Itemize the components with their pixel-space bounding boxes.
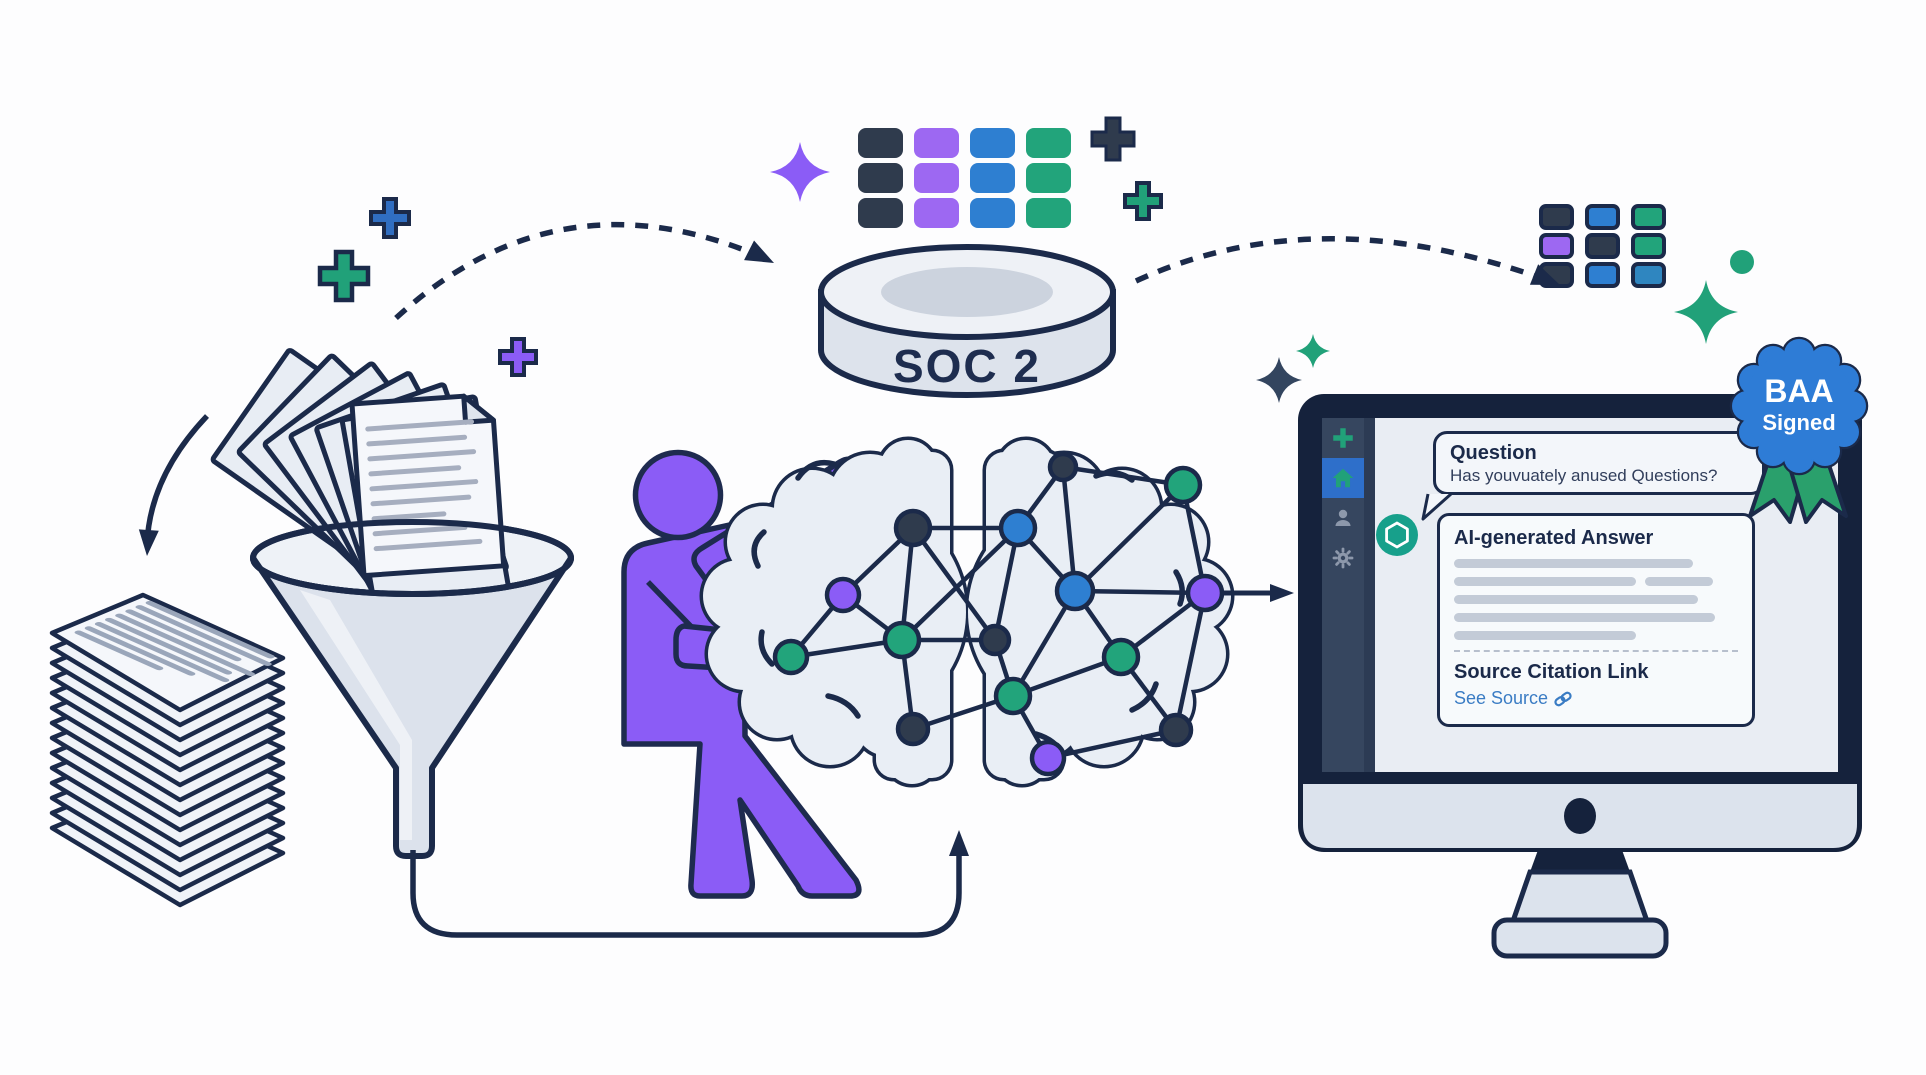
gear-icon (1332, 547, 1354, 569)
flow-arrow-soc2-to-monitor (1134, 236, 1553, 285)
arrowhead (744, 240, 774, 263)
data-grid-large (858, 128, 1071, 228)
placeholder-line (1454, 577, 1738, 595)
placeholder-line (1454, 559, 1693, 568)
brain (699, 436, 1235, 788)
arrowhead (1529, 264, 1560, 285)
sparkle-icon (1296, 334, 1330, 368)
answer-card: AI-generated Answer Source Citation Link… (1437, 513, 1755, 727)
sidebar-item-new[interactable] (1322, 418, 1364, 458)
placeholder-line (1454, 613, 1716, 622)
arrow-docs-to-stack (138, 414, 209, 556)
monitor-stand (1508, 869, 1652, 927)
badge-rosette (1729, 336, 1869, 476)
sparkle-icon (1674, 280, 1738, 344)
person-head (632, 449, 724, 541)
soc2-database: SOC 2 (818, 244, 1116, 398)
plus-icon (1333, 428, 1353, 448)
see-source-link[interactable]: See Source (1454, 688, 1738, 709)
badge-title: BAA (1764, 373, 1833, 409)
bubble-tail (1421, 492, 1452, 521)
monitor-base (1491, 917, 1669, 959)
sidebar-item-settings[interactable] (1322, 538, 1364, 578)
arrow-funnel-to-brain (410, 830, 969, 938)
network-nodes (772, 451, 1225, 777)
sparkle-icon (770, 142, 830, 202)
sidebar-item-user[interactable] (1322, 498, 1364, 538)
answer-title: AI-generated Answer (1454, 527, 1654, 549)
document-front (349, 393, 507, 579)
badge-subtitle: Signed (1762, 410, 1835, 435)
sidebar-divider (1364, 418, 1375, 772)
question-text: Has youvuately anused Questions? (1450, 466, 1718, 485)
baa-signed-badge: BAA Signed (1729, 336, 1869, 524)
app-window: Question Has youvuately anused Questions… (1322, 418, 1838, 772)
app-sidebar (1322, 418, 1364, 772)
home-icon (1332, 468, 1354, 488)
placeholder-line (1454, 631, 1636, 640)
ai-assistant-logo (1376, 514, 1418, 556)
sidebar-item-home[interactable] (1322, 458, 1364, 498)
paper-stack (49, 592, 286, 908)
link-icon (1554, 691, 1572, 706)
soc2-label: SOC 2 (893, 340, 1041, 392)
user-icon (1335, 509, 1351, 526)
plus-icon (317, 249, 371, 303)
plus-icon (498, 337, 538, 377)
question-title: Question (1450, 442, 1537, 464)
divider (1454, 650, 1738, 652)
plus-icon (1123, 181, 1163, 221)
arrow-brain-to-monitor (1222, 584, 1294, 602)
monitor-stand-neck (1530, 850, 1630, 872)
plus-icon (1090, 116, 1136, 162)
flow-arrow-docs-to-soc2 (394, 221, 768, 321)
openai-knot-icon (1385, 521, 1409, 549)
monitor-logo-dot (1564, 798, 1596, 834)
chat-panel: Question Has youvuately anused Questions… (1375, 418, 1838, 772)
dot-accent (1730, 250, 1754, 274)
data-grid-small (1539, 204, 1666, 288)
placeholder-line (1454, 595, 1699, 604)
sparkle-icon (1256, 357, 1302, 403)
plus-icon (369, 197, 411, 239)
paper-stack-text-lines (74, 600, 275, 682)
question-bubble: Question Has youvuately anused Questions… (1433, 431, 1765, 495)
source-citation-title: Source Citation Link (1454, 661, 1649, 683)
